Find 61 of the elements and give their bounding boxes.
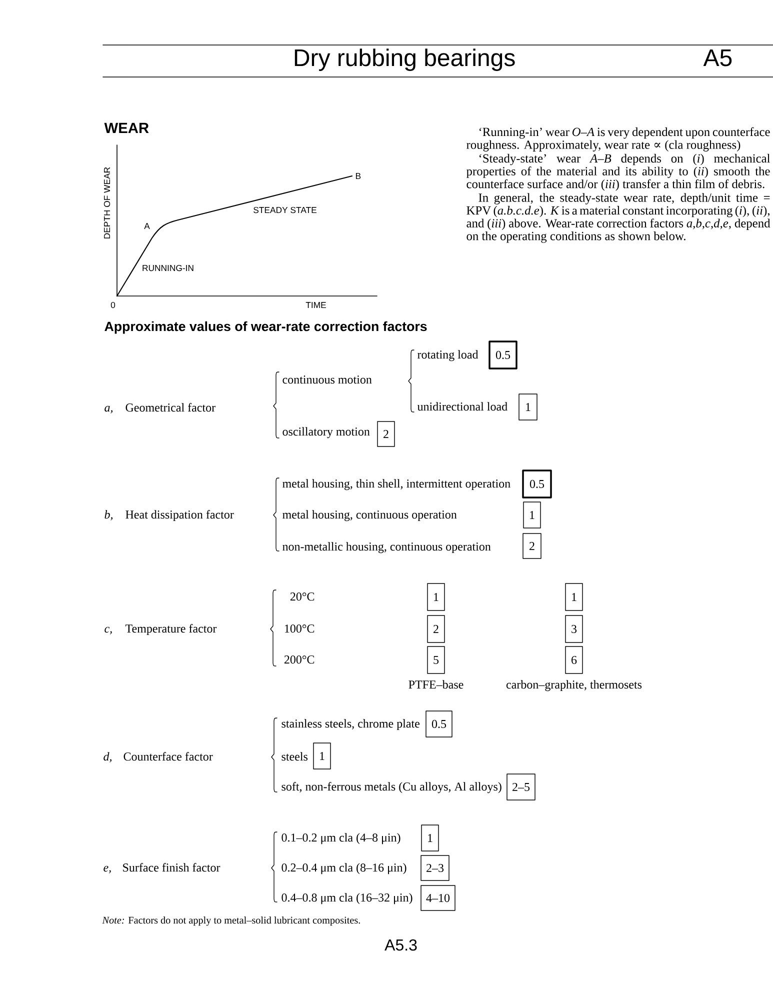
value-box: 1	[427, 583, 445, 611]
section-code: A5	[703, 50, 732, 66]
condition-label: metal housing, continuous operation	[282, 510, 457, 522]
value-box: 2	[377, 421, 395, 447]
condition-label: 100°C	[284, 624, 314, 633]
condition-label: 0.1–0.2 μm cla (4–8 μin)	[282, 833, 400, 844]
value-box: 6	[565, 646, 583, 674]
section-heading: Approximate values of wear-rate correction factors	[104, 321, 427, 334]
value-box: 5	[427, 646, 445, 674]
condition-label: non-metallic housing, continuous operation	[282, 542, 491, 554]
value-box: 1	[421, 824, 439, 852]
point-label: A	[144, 223, 150, 229]
value-box: 1	[523, 502, 541, 528]
body-paragraph: ‘Running-in’ wear O–A is very dependent upon counterface roughness. Approximately, wear rate ∝ (cla roughness)	[466, 127, 770, 152]
condition-label: 0.2–0.4 μm cla (8–16 μin)	[282, 863, 406, 874]
condition-label: stainless steels, chrome plate	[282, 719, 420, 730]
condition-label: soft, non-ferrous metals (Cu alloys, Al alloys)	[282, 782, 502, 794]
footnote: Note: Factors do not apply to metal–solid lubricant composites.	[102, 916, 360, 926]
factor-letter: e,	[104, 866, 111, 874]
region-label: RUNNING-IN	[142, 264, 194, 272]
value-box: 0.5	[522, 470, 552, 498]
factor-name: Heat dissipation factor	[126, 510, 234, 522]
point-label: B	[356, 173, 361, 179]
page-number: A5.3	[384, 939, 417, 951]
value-box: 3	[565, 615, 583, 643]
condition-label: metal housing, thin shell, intermittent operation	[282, 479, 510, 490]
factor-letter: a,	[104, 406, 112, 414]
value-box: 2–5	[506, 774, 536, 800]
body-paragraph: In general, the steady-state wear rate, depth/unit time = KPV (a.b.c.d.e). K is a material constant incorporating (i), (ii), and (iii) above. Wear-rate correction factors a,b,c,d,e, depend on the operating conditions as shown below.	[466, 193, 770, 243]
factor-name: Temperature factor	[125, 624, 217, 636]
factor-letter: b,	[104, 510, 112, 520]
section-heading: WEAR	[104, 122, 149, 133]
condition-label: 20°C	[290, 592, 314, 601]
condition-label: 0.4–0.8 μm cla (16–32 μin)	[282, 893, 412, 904]
value-box: 2	[427, 615, 445, 643]
axis-label: TIME	[306, 302, 326, 308]
value-box: 1	[565, 583, 583, 611]
factor-letter: c,	[104, 626, 112, 634]
condition-label: oscillatory motion	[282, 427, 370, 438]
column-heading: PTFE–base	[408, 680, 464, 689]
region-label: STEADY STATE	[254, 206, 316, 214]
value-box: 4–10	[420, 885, 456, 911]
factor-name: Geometrical factor	[126, 403, 216, 412]
page-title: Dry rubbing bearings	[294, 48, 515, 71]
condition-label: continuous motion	[282, 376, 372, 384]
condition-label: unidirectional load	[417, 402, 508, 411]
tick-label: 0	[110, 302, 116, 308]
value-box: 1	[313, 742, 331, 770]
column-heading: carbon–graphite, thermosets	[506, 680, 642, 692]
body-paragraph: ‘Steady-state’ wear A–B depends on (i) mechanical properties of the material and its ability to (ii) smooth the counterface surface and/or (iii) transfer a thin film of debris.	[466, 154, 770, 191]
value-box: 0.5	[488, 340, 518, 370]
value-box: 2	[522, 533, 542, 559]
factor-letter: d,	[104, 752, 112, 762]
factor-name: Surface finish factor	[123, 863, 220, 872]
axis-label: DEPTH OF WEAR	[104, 167, 110, 238]
value-box: 1	[518, 394, 538, 420]
value-box: 0.5	[426, 710, 452, 738]
condition-label: rotating load	[418, 350, 478, 362]
value-box: 2–3	[420, 855, 450, 881]
factor-name: Counterface factor	[124, 752, 213, 761]
condition-label: 200°C	[284, 656, 314, 664]
